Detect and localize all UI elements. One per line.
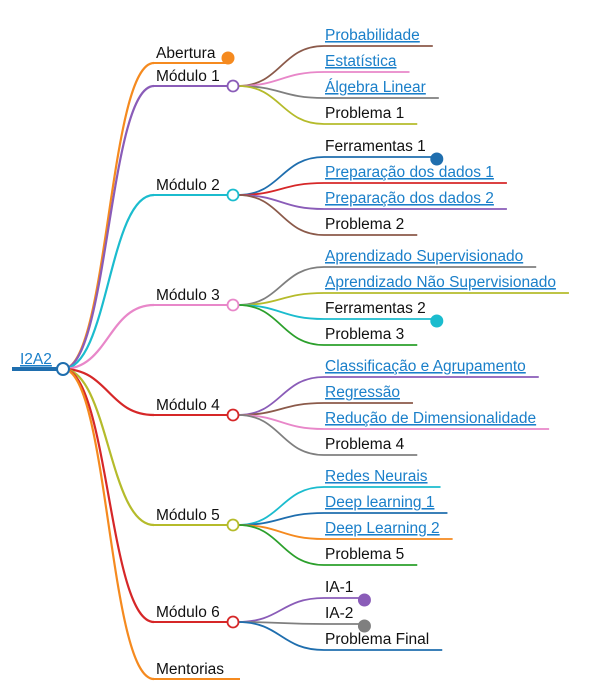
modulo-1-label[interactable]: Módulo 1: [156, 68, 220, 85]
preparacao-dos-dados-1-link[interactable]: Preparação dos dados 1: [325, 164, 494, 181]
ferramentas-1-edge: [237, 156, 325, 196]
problema-2-edge: [237, 194, 325, 236]
problema-final-label: Problema Final: [325, 631, 429, 648]
redes-neurais-edge: [237, 486, 325, 526]
problema-2-label: Problema 2: [325, 216, 404, 233]
modulo-5-edge: [62, 367, 155, 527]
abertura-dot-icon: [221, 51, 235, 65]
modulo-1-edge: [62, 84, 155, 371]
modulo-1-collapse-toggle[interactable]: [226, 79, 240, 93]
modulo-3-label[interactable]: Módulo 3: [156, 287, 220, 304]
redes-neurais-link[interactable]: Redes Neurais: [325, 468, 428, 485]
problema-4-edge: [237, 414, 325, 456]
reducao-de-dimensionalidade-link[interactable]: Redução de Dimensionalidade: [325, 410, 536, 427]
modulo-4-collapse-toggle[interactable]: [226, 408, 240, 422]
regressao-link[interactable]: Regressão: [325, 384, 400, 401]
mind-map-markers: [56, 51, 444, 633]
aprendizado-supervisionado-edge: [237, 266, 325, 306]
problema-3-label: Problema 3: [325, 326, 404, 343]
root-label[interactable]: I2A2: [20, 351, 52, 368]
ia-1-edge: [237, 597, 325, 623]
ia-2-label: IA-2: [325, 605, 353, 622]
ia-1-label: IA-1: [325, 579, 353, 596]
problema-3-edge: [237, 304, 325, 346]
probabilidade-link[interactable]: Probabilidade: [325, 27, 420, 44]
classificacao-e-agrupamento-link[interactable]: Classificação e Agrupamento: [325, 358, 526, 375]
ferramentas-2-dot-icon: [430, 314, 444, 328]
modulo-6-edge: [62, 367, 155, 624]
aprendizado-supervisionado-link[interactable]: Aprendizado Supervisionado: [325, 248, 523, 265]
mind-map-edges: [12, 45, 569, 681]
abertura-edge: [62, 61, 155, 371]
mentorias-edge: [62, 367, 155, 681]
deep-learning-2-link[interactable]: Deep Learning 2: [325, 520, 440, 537]
modulo-4-label[interactable]: Módulo 4: [156, 397, 220, 414]
ia-1-dot-icon: [357, 593, 371, 607]
algebra-linear-link[interactable]: Álgebra Linear: [325, 79, 426, 96]
modulo-6-collapse-toggle[interactable]: [226, 615, 240, 629]
estatistica-link[interactable]: Estatística: [325, 53, 397, 70]
problema-1-edge: [237, 85, 325, 125]
modulo-2-edge: [62, 193, 155, 371]
modulo-6-label[interactable]: Módulo 6: [156, 604, 220, 621]
aprendizado-nao-supervisionado-link[interactable]: Aprendizado Não Supervisionado: [325, 274, 556, 291]
root-collapse-toggle[interactable]: [56, 362, 70, 376]
classificacao-e-agrupamento-edge: [237, 376, 325, 416]
abertura-label[interactable]: Abertura: [156, 45, 216, 62]
problema-1-label: Problema 1: [325, 105, 404, 122]
modulo-3-collapse-toggle[interactable]: [226, 298, 240, 312]
problema-final-edge: [237, 621, 325, 651]
modulo-5-collapse-toggle[interactable]: [226, 518, 240, 532]
probabilidade-edge: [237, 45, 325, 87]
ia-2-dot-icon: [357, 619, 371, 633]
deep-learning-1-link[interactable]: Deep learning 1: [325, 494, 434, 511]
modulo-2-label[interactable]: Módulo 2: [156, 177, 220, 194]
modulo-2-collapse-toggle[interactable]: [226, 188, 240, 202]
modulo-5-label[interactable]: Módulo 5: [156, 507, 220, 524]
ferramentas-2-label: Ferramentas 2: [325, 300, 426, 317]
problema-4-label: Problema 4: [325, 436, 405, 453]
modulo-3-edge: [62, 303, 155, 371]
ferramentas-1-dot-icon: [430, 152, 444, 166]
problema-5-edge: [237, 524, 325, 566]
problema-5-label: Problema 5: [325, 546, 404, 563]
mentorias-label[interactable]: Mentorias: [156, 661, 224, 678]
modulo-4-edge: [62, 367, 155, 417]
ferramentas-1-label: Ferramentas 1: [325, 138, 426, 155]
preparacao-dos-dados-2-link[interactable]: Preparação dos dados 2: [325, 190, 494, 207]
